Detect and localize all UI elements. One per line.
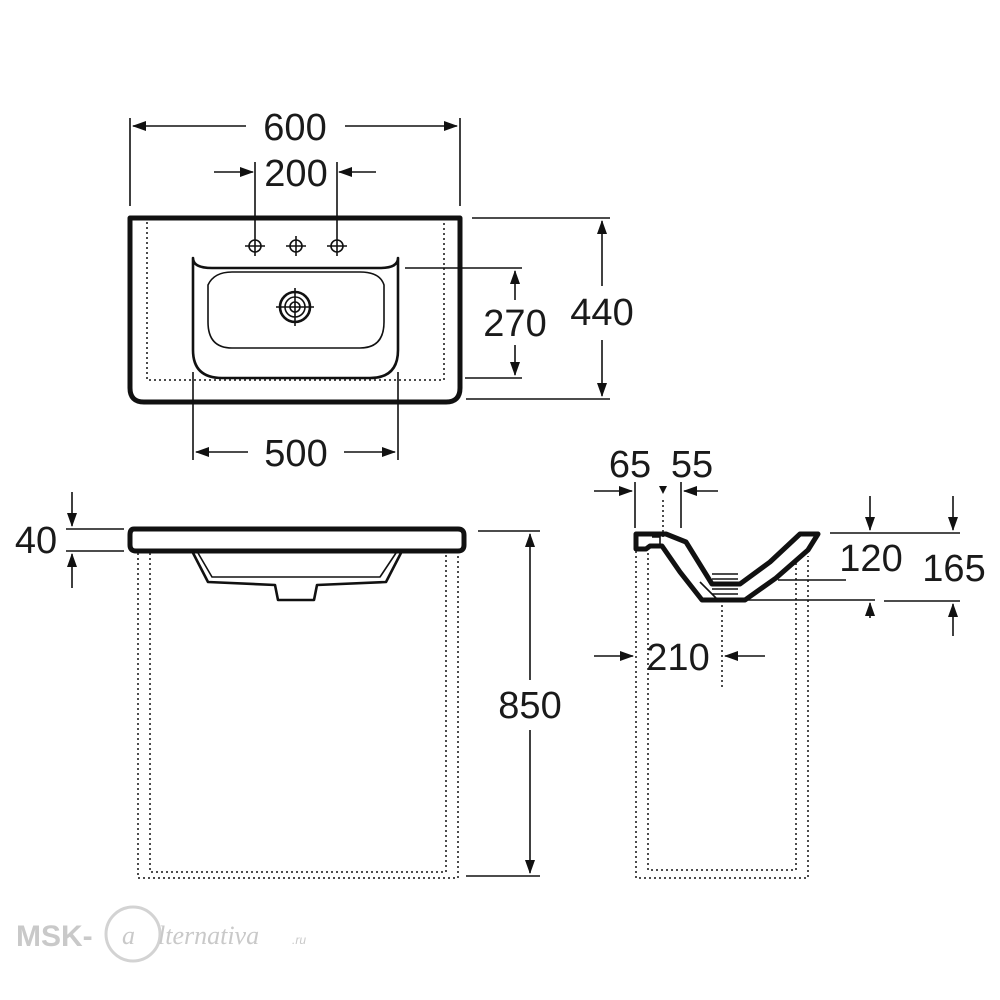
dimension-label-total-width: 600 <box>263 107 326 149</box>
bowl-outline <box>191 256 400 380</box>
dimension-label-tap-spacing: 200 <box>264 153 327 195</box>
cabinet-outline-side <box>635 551 809 879</box>
drain-icon <box>276 288 314 326</box>
dimension-label-basin-width: 500 <box>264 433 327 475</box>
dimension-label-rim-thickness: 40 <box>15 520 57 562</box>
cabinet-outline-front <box>137 553 459 879</box>
basin-outline-side <box>633 531 821 603</box>
dimension-165: 165 <box>778 496 986 636</box>
dimension-65-55: 65 55 <box>594 444 718 528</box>
front-view <box>127 526 467 879</box>
tap-hole-center-icon <box>286 236 306 256</box>
dimension-120: 120 <box>748 496 960 618</box>
basin-outline-front <box>127 526 467 554</box>
dimension-40: 40 <box>15 492 124 588</box>
basin-outline-top <box>127 215 463 405</box>
dimension-440: 440 <box>466 217 634 400</box>
dimension-600: 600 <box>129 107 461 206</box>
bowl-inner-outline <box>207 271 385 349</box>
side-view <box>633 500 821 879</box>
watermark-rest: lternativa <box>158 921 259 950</box>
dimension-270: 270 <box>405 267 547 379</box>
dimension-label-basin-height: 120 <box>839 538 902 580</box>
top-view <box>127 215 463 405</box>
dimension-500: 500 <box>192 372 399 475</box>
drain-side-icon <box>712 573 738 595</box>
dimension-label-overall-height: 165 <box>922 548 985 590</box>
bowl-front-profile <box>190 550 404 602</box>
watermark-logo: MSK- a lternativa .ru <box>16 905 306 963</box>
dimension-200: 200 <box>214 153 376 236</box>
tap-hole-right-icon <box>327 236 347 256</box>
watermark-brand: MSK- <box>16 920 93 953</box>
watermark-domain: .ru <box>292 933 306 947</box>
dimension-label-total-depth: 440 <box>570 292 633 334</box>
dimension-210: 210 <box>594 637 765 679</box>
dimension-label-tap-offset: 55 <box>671 444 713 486</box>
dimension-label-rear-offset: 65 <box>609 444 651 486</box>
dimension-850: 850 <box>466 530 562 877</box>
dimension-label-mounting-height: 850 <box>498 685 561 727</box>
tap-hole-left-icon <box>245 236 265 256</box>
dimension-label-drain-offset: 210 <box>646 637 709 679</box>
watermark-circle-icon <box>104 905 162 963</box>
dimension-label-basin-depth: 270 <box>483 303 546 345</box>
watermark-letter: a <box>122 921 135 950</box>
rim-dotted-line <box>146 222 445 381</box>
